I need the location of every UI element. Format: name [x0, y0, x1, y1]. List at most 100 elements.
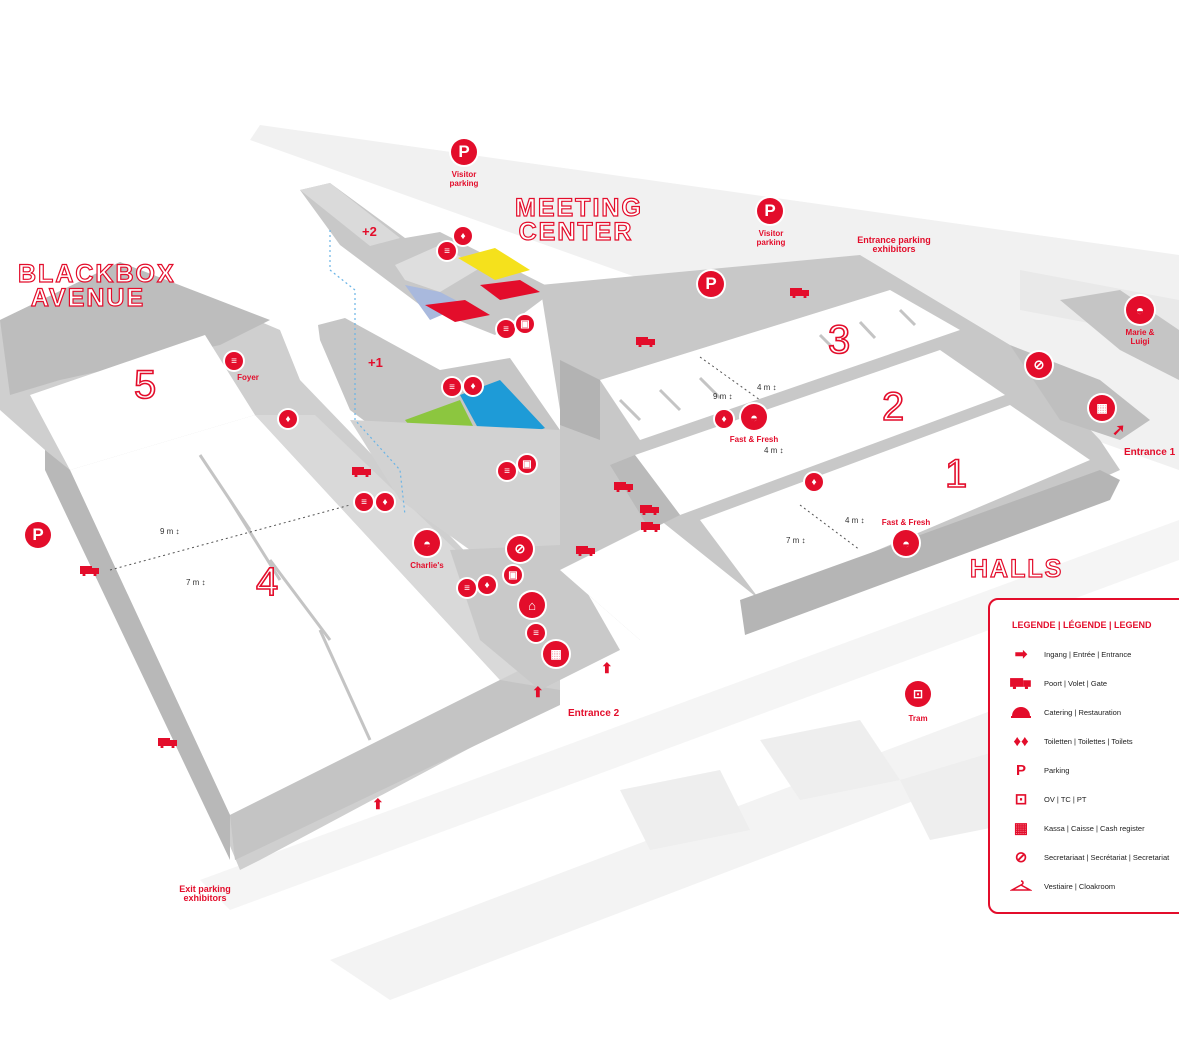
legend-title: LEGENDE | LÉGENDE | LEGEND	[1012, 620, 1152, 630]
entrance-arrow-icon: ➚	[1112, 422, 1126, 439]
catering-cloche-icon: ◓	[741, 404, 767, 430]
toilets-icon: ♦	[715, 410, 733, 428]
parking-icon: P	[757, 198, 783, 224]
parking-icon: P	[1015, 761, 1026, 779]
catering-cloche-icon	[1008, 706, 1034, 718]
hall-number-2: 2	[881, 384, 905, 430]
legend-item-text: Ingang | Entrée | Entrance	[1044, 649, 1132, 659]
floor-label-plus1: +1	[368, 355, 383, 370]
entrance-arrow-icon: ⬆	[601, 660, 613, 676]
catering-cloche-icon: ◓	[1126, 296, 1154, 324]
legend-item-text: Vestiaire | Cloakroom	[1044, 881, 1116, 891]
entrance-arrow-icon: ⬆	[532, 684, 544, 700]
area-title-meeting-center: MEETING CENTER	[514, 194, 643, 246]
elevator-path	[329, 230, 406, 516]
truck-gate-icon	[80, 566, 99, 576]
entrance-arrow-icon: ⬆	[372, 796, 384, 812]
hall-number-3: 3	[827, 317, 851, 363]
cash-register-icon: ▦	[543, 641, 569, 667]
truck-gate-icon	[641, 522, 660, 532]
legend-panel: LEGENDE | LÉGENDE | LEGEND ➡ Ingang | En…	[988, 598, 1179, 914]
tram-icon: ⊡	[905, 681, 931, 707]
fast-fresh-label: Fast & Fresh	[881, 518, 931, 527]
tram-icon: ⊡	[1014, 791, 1028, 808]
stairs-icon: ≡	[498, 462, 516, 480]
catering-cloche-icon: ◓	[893, 530, 919, 556]
toilets-icon: ♦	[478, 576, 496, 594]
toilets-icon: ♦	[464, 377, 482, 395]
toilets-icon: ♦	[279, 410, 297, 428]
stairs-icon: ≡	[355, 493, 373, 511]
paperclip-icon: ⊘	[1014, 849, 1028, 866]
hall-number-5: 5	[133, 362, 157, 408]
truck-gate-icon	[640, 505, 659, 515]
elevator-icon: ▣	[518, 455, 536, 473]
stairs-icon: ≡	[527, 624, 545, 642]
toilets-icon: ♦	[805, 473, 823, 491]
visitor-parking-label: Visitor parking	[756, 229, 786, 247]
legend-item-text: Kassa | Caisse | Cash register	[1044, 823, 1145, 833]
dimension-label: 7 m ↕	[786, 536, 806, 545]
foyer-label: Foyer	[237, 373, 259, 382]
dimension-label: 4 m ↕	[764, 446, 784, 455]
toilets-icon: ♦	[376, 493, 394, 511]
toilets-icon: ♦	[454, 227, 472, 245]
hall-number-4: 4	[255, 559, 279, 605]
exit-parking-exhibitors-label: Exit parking exhibitors	[179, 884, 231, 903]
legend-item-text: Catering | Restauration	[1044, 707, 1121, 717]
hanger-icon: ⌂	[519, 592, 545, 618]
legend-item-text: Secretariaat | Secrétariat | Secretariat	[1044, 852, 1170, 862]
entrance-2-label: Entrance 2	[568, 708, 620, 719]
legend-item: ♦♦ Toiletten | Toilettes | Toilets	[1008, 731, 1133, 751]
visitor-parking-label: Visitor parking	[449, 170, 479, 188]
truck-gate-icon	[576, 546, 595, 556]
truck-gate-icon	[614, 482, 633, 492]
paperclip-icon: ⊘	[1026, 352, 1052, 378]
elevator-icon: ▣	[504, 566, 522, 584]
legend-item-text: Parking	[1044, 765, 1070, 775]
legend-item: ▦ Kassa | Caisse | Cash register	[1008, 818, 1145, 838]
truck-gate-icon	[1008, 677, 1034, 689]
meeting-center-level-2	[300, 183, 555, 335]
stairs-icon: ≡	[225, 352, 243, 370]
tram-label: Tram	[908, 714, 928, 723]
legend-item-text: OV | TC | PT	[1044, 794, 1087, 804]
parking-icon: P	[451, 139, 477, 165]
marie-luigi-label: Marie & Luigi	[1125, 328, 1155, 346]
entrance-parking-exhibitors-label: Entrance parking exhibitors	[857, 235, 931, 254]
booth-dividers	[198, 308, 917, 741]
truck-gate-icon	[636, 337, 655, 347]
hall-number-1: 1	[944, 451, 968, 497]
toilets-icon: ♦♦	[1013, 732, 1029, 750]
cash-register-icon: ▦	[1089, 395, 1115, 421]
dimension-label: 4 m ↕	[757, 383, 777, 392]
stairs-icon: ≡	[497, 320, 515, 338]
truck-gate-icon	[158, 738, 177, 748]
catering-cloche-icon: ◓	[414, 530, 440, 556]
floor-label-plus2: +2	[362, 224, 377, 239]
dimension-label: 9 m ↕	[160, 527, 180, 536]
legend-item-text: Toiletten | Toilettes | Toilets	[1044, 736, 1133, 746]
dimension-label: 4 m ↕	[845, 516, 865, 525]
truck-gate-icon	[352, 467, 371, 477]
paperclip-icon: ⊘	[507, 536, 533, 562]
hanger-icon	[1008, 880, 1034, 892]
legend-item: ⊡ OV | TC | PT	[1008, 789, 1087, 809]
legend-item: ➡ Ingang | Entrée | Entrance	[1008, 644, 1132, 664]
area-title-blackbox-avenue: BLACKBOX AVENUE	[17, 260, 176, 312]
cash-register-icon: ▦	[1013, 820, 1029, 837]
halls-complex	[540, 255, 1179, 640]
legend-item: Vestiaire | Cloakroom	[1008, 876, 1115, 896]
stairs-icon: ≡	[443, 378, 461, 396]
truck-gate-icon	[790, 288, 809, 298]
legend-item-text: Poort | Volet | Gate	[1044, 678, 1108, 688]
dimension-label: 9 m ↕	[713, 392, 733, 401]
parking-icon: P	[25, 522, 51, 548]
charlies-label: Charlie's	[410, 561, 444, 570]
entrance-arrow-icon: ➡	[1014, 646, 1028, 663]
legend-item: ⊘ Secretariaat | Secrétariat | Secretari…	[1008, 847, 1170, 867]
stairs-icon: ≡	[458, 579, 476, 597]
blackbox-building	[0, 262, 560, 870]
area-title-halls: HALLS	[969, 555, 1064, 583]
